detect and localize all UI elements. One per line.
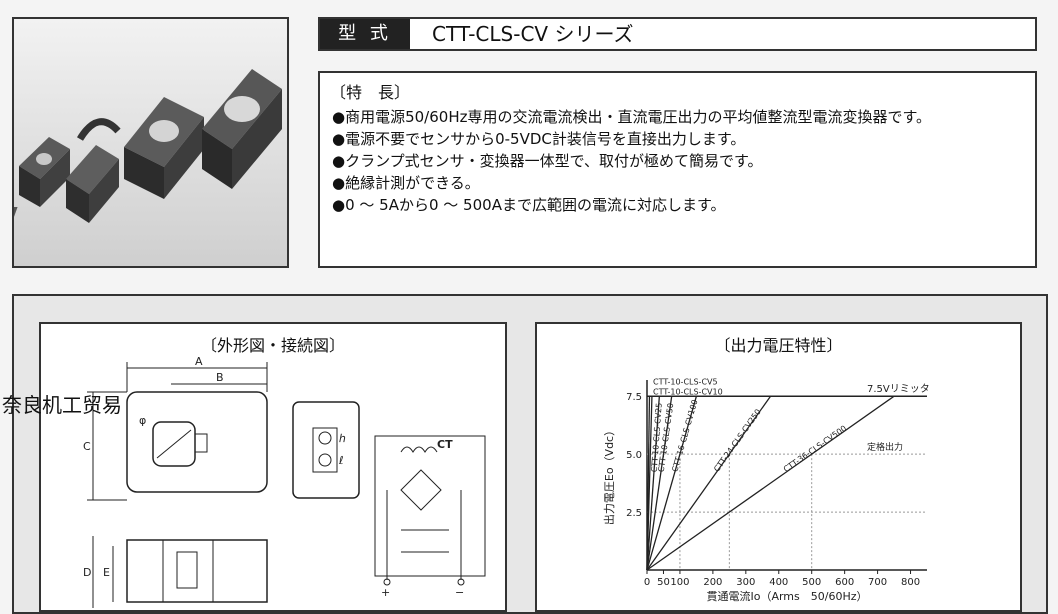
series-label: CTT-10-CLS-CV10 [653,388,723,397]
model-header: 型 式 CTT-CLS-CV シリーズ [318,17,1037,51]
dim-label-e: E [103,566,110,579]
features-box: 〔特 長〕 ●商用電源50/60Hz専用の交流電流検出・直流電圧出力の平均値整流… [318,71,1037,268]
dimension-title: 〔外形図・接続図〕 [200,336,345,355]
watermark-text: 奈良机工贸易 [2,393,122,417]
x-tick-label: 100 [670,577,689,588]
ct-label: CT [437,438,453,451]
x-tick-label: 800 [901,577,920,588]
y-tick-label: 7.5 [626,392,642,403]
dim-label-phi: φ [139,414,146,427]
series-line [646,395,772,571]
terminal-h-label: ℎ [339,432,346,445]
terminal-l-label: ℓ [338,454,344,467]
model-name: CTT-CLS-CV シリーズ [432,22,634,46]
feature-item: ●クランプ式センサ・変換器一体型で、取付が極めて簡易です。 [332,152,763,170]
x-tick-label: 600 [835,577,854,588]
series-label: CTT-24-CLS-CV250 [712,407,763,473]
feature-item: ●商用電源50/60Hz専用の交流電流検出・直流電圧出力の平均値整流型電流変換器… [332,108,931,126]
dim-label-a: A [195,355,203,368]
series-line [646,395,895,571]
sensor-small-icon [19,137,70,207]
x-tick-label: 0 [644,577,650,588]
series-label: CTT-36-CLS-CV500 [782,424,848,474]
rated-output-label: 定格出力 [867,441,903,453]
x-tick-label: 400 [769,577,788,588]
series-line [646,396,661,571]
y-tick-label: 2.5 [626,508,642,519]
dim-label-b: B [216,371,224,384]
y-tick-label: 5.0 [626,450,642,461]
sensor-large-icon [202,69,282,189]
feature-item: ●絶縁計測ができる。 [332,174,480,192]
series-label: CTT-16-CLS-CV100 [670,399,699,473]
sensor-medium-icon [124,97,204,199]
x-axis-label: 貫通電流Io（Arms 50/60Hz） [706,589,867,603]
terminal-minus: − [455,586,464,599]
series-line [646,396,698,571]
features-heading: 〔特 長〕 [330,83,411,102]
dim-label-d: D [83,566,91,579]
x-tick-label: 500 [802,577,821,588]
dimension-panel: 〔外形図・接続図〕 A B φ C D E ℎ ℓ CT [39,322,507,612]
model-tag: 型 式 [320,19,410,49]
feature-item: ●0 ～ 5Aから0 ～ 500Aまで広範囲の電流に対応します。 [332,196,726,214]
x-tick-label: 300 [736,577,755,588]
dimension-drawing: A B φ C D E ℎ ℓ CT + − [83,355,486,608]
series-line [646,396,653,571]
features-list: ●商用電源50/60Hz専用の交流電流検出・直流電圧出力の平均値整流型電流変換器… [332,106,1032,216]
terminal-plus: + [381,586,390,599]
x-tick-label: 700 [868,577,887,588]
y-axis-label: 出力電圧Eo（Vdc） [602,425,616,525]
limit-label: 7.5Vリミッタ [867,383,930,395]
dim-label-c: C [83,440,91,453]
product-photo-image [0,19,287,266]
x-tick-label: 200 [703,577,722,588]
feature-item: ●電源不要でセンサから0-5VDC計装信号を直接出力します。 [332,130,746,148]
chart-title: 〔出力電圧特性〕 [714,336,843,355]
series-line [646,396,673,571]
series-label: CTT-10-CLS-CV5 [653,378,718,387]
x-tick-label: 50 [657,577,670,588]
product-photo [0,17,289,268]
